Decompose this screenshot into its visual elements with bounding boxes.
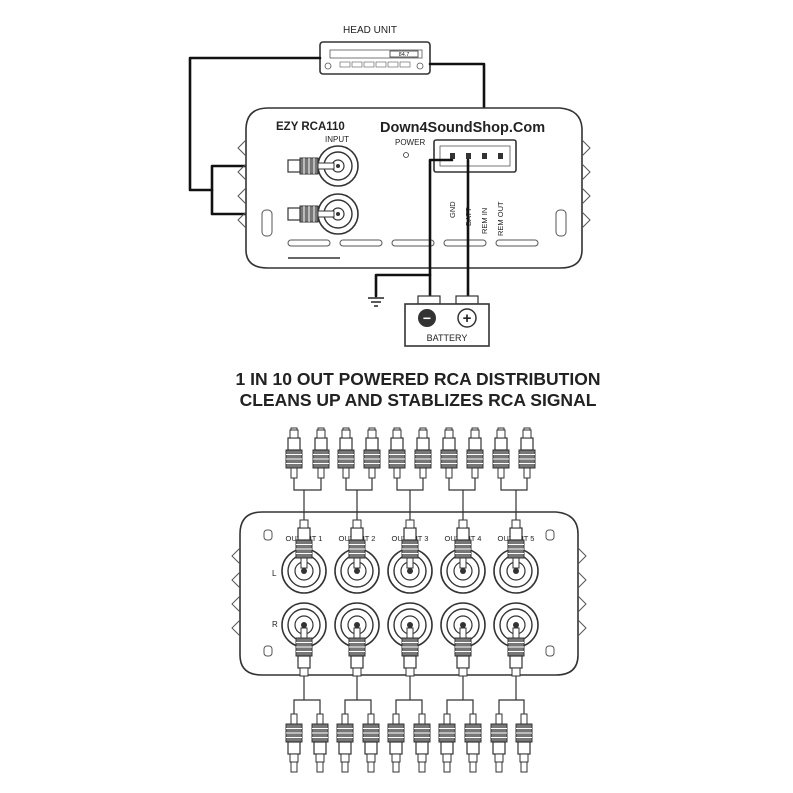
rca-plug-icon — [515, 713, 533, 763]
y-splitter-cable — [396, 478, 424, 520]
rca-plug-icon — [295, 519, 313, 569]
rca-plug-icon — [337, 429, 355, 479]
row-label-right: R — [272, 620, 278, 629]
y-splitter-cable — [293, 676, 321, 714]
battery-icon — [404, 295, 490, 347]
battery-label: BATTERY — [427, 333, 468, 343]
amp-brand: Down4SoundShop.Com — [380, 120, 545, 136]
rca-plug-tip-icon — [316, 761, 324, 773]
y-splitter-cable — [446, 676, 474, 714]
rca-plug-icon — [454, 627, 472, 677]
amp-power-label: POWER — [395, 138, 425, 147]
ground-symbol-icon — [368, 297, 384, 307]
headline-line-1: 1 IN 10 OUT POWERED RCA DISTRIBUTION — [236, 369, 601, 389]
rca-plug-icon — [454, 519, 472, 569]
rca-plug-icon — [312, 429, 330, 479]
rca-jack-right — [334, 602, 380, 648]
rca-plug-tip-icon — [469, 761, 477, 773]
head-unit-label: HEAD UNIT — [343, 25, 397, 36]
terminal-label-rem-out: REM OUT — [496, 201, 505, 236]
rca-plug-icon — [387, 713, 405, 763]
output-jacks: OUTPUT 1OUTPUT 2OUTPUT 3OUTPUT 4OUTPUT 5 — [281, 519, 539, 677]
rca-plug-icon — [401, 627, 419, 677]
y-splitter-cable — [448, 478, 476, 520]
rca-plug-icon — [348, 519, 366, 569]
rca-plug-icon — [490, 713, 508, 763]
y-splitter-cable — [500, 478, 528, 520]
rca-jack-left — [493, 548, 539, 594]
y-splitter-cable — [345, 478, 373, 520]
rca-plug-icon — [414, 429, 432, 479]
input-jack-bottom — [317, 193, 359, 235]
rca-jack-left — [334, 548, 380, 594]
amp-input-label: INPUT — [325, 135, 349, 144]
rca-plug-icon — [336, 713, 354, 763]
head-unit-icon: 84.7 — [319, 41, 431, 75]
rca-plug-tip-icon — [495, 761, 503, 773]
power-terminal-block — [433, 139, 517, 173]
rca-plug-icon — [363, 429, 381, 479]
bottom-diagram: L R OUTPUT 1OUTPUT 2OUTPUT 3OUTPUT 4OUTP… — [231, 427, 587, 773]
rca-plug-icon — [388, 429, 406, 479]
rca-plug-icon — [295, 627, 313, 677]
row-label-left: L — [272, 569, 277, 578]
battery-negative-symbol: − — [423, 310, 431, 326]
y-splitter-cable — [498, 676, 525, 714]
rca-plug-tip-icon — [290, 761, 298, 773]
y-splitter-cable — [293, 478, 322, 520]
battery-positive-symbol: + — [463, 310, 472, 327]
amp-model: EZY RCA110 — [276, 121, 345, 133]
rca-plug-icon — [287, 205, 335, 223]
terminal-label-gnd: GND — [448, 201, 457, 218]
rca-jack-right — [440, 602, 486, 648]
rca-plug-tip-icon — [520, 761, 528, 773]
rca-plug-tip-icon — [443, 761, 451, 773]
rca-plug-tip-icon — [367, 761, 375, 773]
y-splitter-cable — [395, 676, 423, 714]
rca-wire-a — [188, 56, 322, 192]
terminal-label-rem-in: REM IN — [480, 208, 489, 234]
input-jack-top — [317, 145, 359, 187]
bottom-rca-plugs — [285, 676, 533, 773]
rca-plug-icon — [401, 519, 419, 569]
rca-plug-icon — [507, 519, 525, 569]
rca-plug-icon — [285, 429, 303, 479]
rca-plug-icon — [285, 713, 303, 763]
rca-plug-icon — [287, 157, 335, 175]
rca-plug-icon — [492, 429, 510, 479]
rca-plug-icon — [311, 713, 329, 763]
rca-plug-icon — [464, 713, 482, 763]
rca-jack-left — [281, 548, 327, 594]
top-diagram: HEAD UNIT 84.7 — [188, 25, 591, 347]
headline-line-2: CLEANS UP AND STABLIZES RCA SIGNAL — [240, 390, 597, 410]
rca-plug-icon — [440, 429, 458, 479]
head-unit-display: 84.7 — [399, 52, 410, 58]
power-led-icon — [403, 152, 409, 158]
y-splitter-cable — [344, 676, 372, 714]
rca-plug-tip-icon — [418, 761, 426, 773]
rca-plug-icon — [466, 429, 484, 479]
rca-jack-left — [387, 548, 433, 594]
rca-plug-tip-icon — [341, 761, 349, 773]
rca-jack-right — [387, 602, 433, 648]
rca-plug-icon — [438, 713, 456, 763]
rca-plug-icon — [507, 627, 525, 677]
top-rca-plugs — [285, 427, 536, 520]
rca-plug-tip-icon — [392, 761, 400, 773]
rca-plug-icon — [413, 713, 431, 763]
rca-plug-icon — [362, 713, 380, 763]
rca-plug-icon — [518, 429, 536, 479]
rca-jack-left — [440, 548, 486, 594]
rca-plug-icon — [348, 627, 366, 677]
